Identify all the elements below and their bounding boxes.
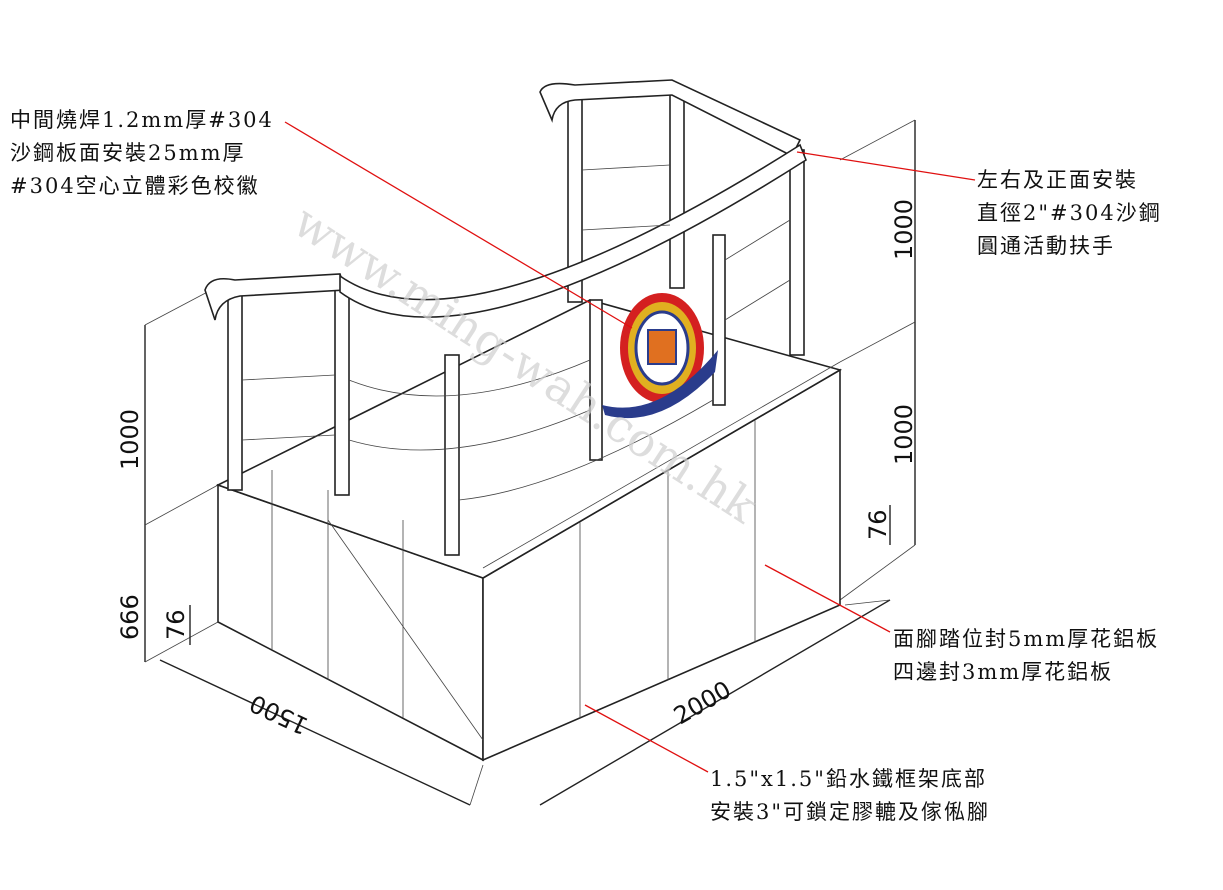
dim-right-rail: 1000 bbox=[890, 199, 918, 260]
leader-lines bbox=[284, 121, 976, 773]
handrails bbox=[204, 79, 807, 556]
dimension-lines bbox=[144, 119, 916, 806]
note-line: 安裝3"可鎖定膠轆及傢俬腳 bbox=[710, 800, 991, 824]
dim-right-mid: 1000 bbox=[890, 404, 918, 465]
dim-depth: 1500 bbox=[245, 689, 312, 740]
logo-note: 中間燒焊1.2mm厚#304 沙鋼板面安裝25mm厚 #304空心立體彩色校徽 bbox=[10, 104, 274, 203]
dim-left-base: 666 bbox=[116, 594, 144, 640]
dim-left-rail: 1000 bbox=[116, 409, 144, 470]
note-line: 直徑2"#304沙鋼 bbox=[977, 201, 1162, 225]
handrail-note: 左右及正面安裝 直徑2"#304沙鋼 圓通活動扶手 bbox=[977, 164, 1162, 263]
dim-left-plinth: 76 bbox=[162, 609, 190, 640]
frame-note: 1.5"x1.5"鉛水鐵框架底部 安裝3"可鎖定膠轆及傢俬腳 bbox=[710, 763, 990, 829]
note-line: 中間燒焊1.2mm厚#304 bbox=[10, 108, 274, 132]
panel-note: 面腳踏位封5mm厚花鋁板 四邊封3mm厚花鋁板 bbox=[893, 623, 1159, 689]
school-crest bbox=[602, 293, 718, 419]
note-line: 圓通活動扶手 bbox=[977, 234, 1115, 258]
note-line: 左右及正面安裝 bbox=[977, 168, 1138, 192]
note-line: 沙鋼板面安裝25mm厚 bbox=[10, 141, 246, 165]
note-line: 面腳踏位封5mm厚花鋁板 bbox=[893, 627, 1160, 651]
note-line: 1.5"x1.5"鉛水鐵框架底部 bbox=[710, 767, 987, 791]
dim-width: 2000 bbox=[669, 675, 736, 730]
dim-right-plinth: 76 bbox=[864, 509, 892, 540]
note-line: 四邊封3mm厚花鋁板 bbox=[893, 660, 1114, 684]
note-line: #304空心立體彩色校徽 bbox=[10, 174, 260, 198]
